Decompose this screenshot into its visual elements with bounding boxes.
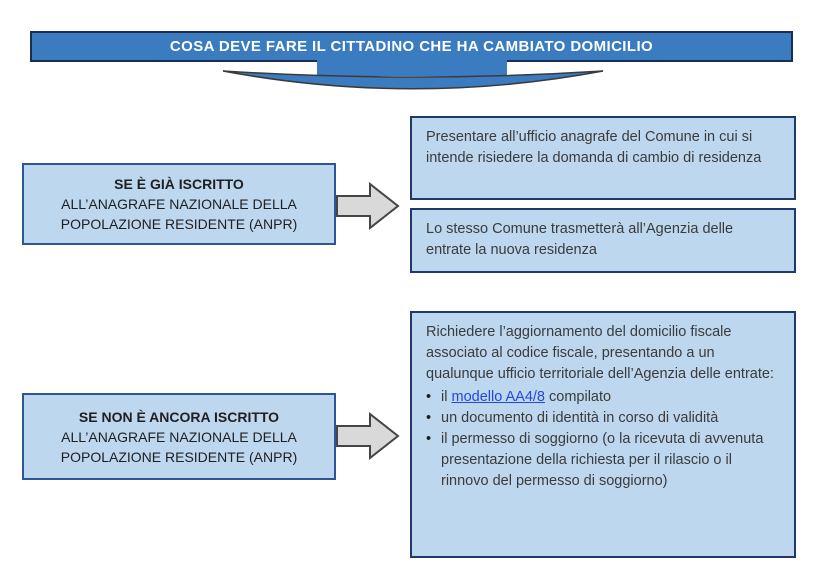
bullet-icon: • — [426, 410, 432, 426]
step-box-comune-transmission: Lo stesso Comune trasmetterà all’Agenzia… — [410, 208, 796, 273]
down-chevron-icon — [185, 60, 635, 92]
right-arrow-icon — [336, 411, 400, 461]
list-item-permesso: • il permesso di soggiorno (o la ricevut… — [426, 429, 780, 492]
list-item-modello: • il modello AA4/8 compilato — [426, 387, 780, 408]
step-text: Presentare all’ufficio anagrafe del Comu… — [426, 129, 762, 166]
list-item-text: il modello AA4/8 compilato — [441, 387, 780, 408]
step-box-anagrafe-request: Presentare all’ufficio anagrafe del Comu… — [410, 116, 796, 200]
step-box-requirements: Richiedere l’aggiornamento del domicilio… — [410, 311, 796, 558]
link-suffix-text: compilato — [545, 389, 612, 405]
condition-line: POPOLAZIONE RESIDENTE (ANPR) — [60, 216, 298, 232]
link-prefix-text: il — [441, 389, 452, 405]
requirements-list: • il modello AA4/8 compilato • un docume… — [426, 387, 780, 492]
bullet-icon: • — [426, 389, 432, 405]
page-title: COSA DEVE FARE IL CITTADINO CHE HA CAMBI… — [169, 38, 654, 55]
list-item-documento: • un documento di identità in corso di v… — [426, 408, 780, 429]
condition-line: SE NON È ANCORA ISCRITTO — [78, 408, 280, 425]
step-text: Lo stesso Comune trasmetterà all’Agenzia… — [426, 221, 734, 258]
right-arrow-icon — [336, 181, 400, 231]
bullet-icon: • — [426, 431, 432, 447]
condition-line: ALL’ANAGRAFE NAZIONALE DELLA — [61, 428, 297, 445]
modello-aa48-link[interactable]: modello AA4/8 — [451, 389, 545, 405]
list-item-text: il permesso di soggiorno (o la ricevuta … — [441, 431, 764, 489]
condition-line: SE È GIÀ ISCRITTO — [114, 176, 244, 192]
condition-line: ALL’ANAGRAFE NAZIONALE DELLA — [61, 196, 297, 212]
header-banner: COSA DEVE FARE IL CITTADINO CHE HA CAMBI… — [30, 31, 793, 62]
condition-line: POPOLAZIONE RESIDENTE (ANPR) — [60, 448, 298, 465]
condition-box-not-registered: SE NON È ANCORA ISCRITTO ALL’ANAGRAFE NA… — [22, 393, 336, 480]
condition-box-registered: SE È GIÀ ISCRITTO ALL’ANAGRAFE NAZIONALE… — [22, 163, 336, 245]
requirements-intro: Richiedere l’aggiornamento del domicilio… — [426, 324, 774, 382]
list-item-text: un documento di identità in corso di val… — [441, 410, 719, 426]
